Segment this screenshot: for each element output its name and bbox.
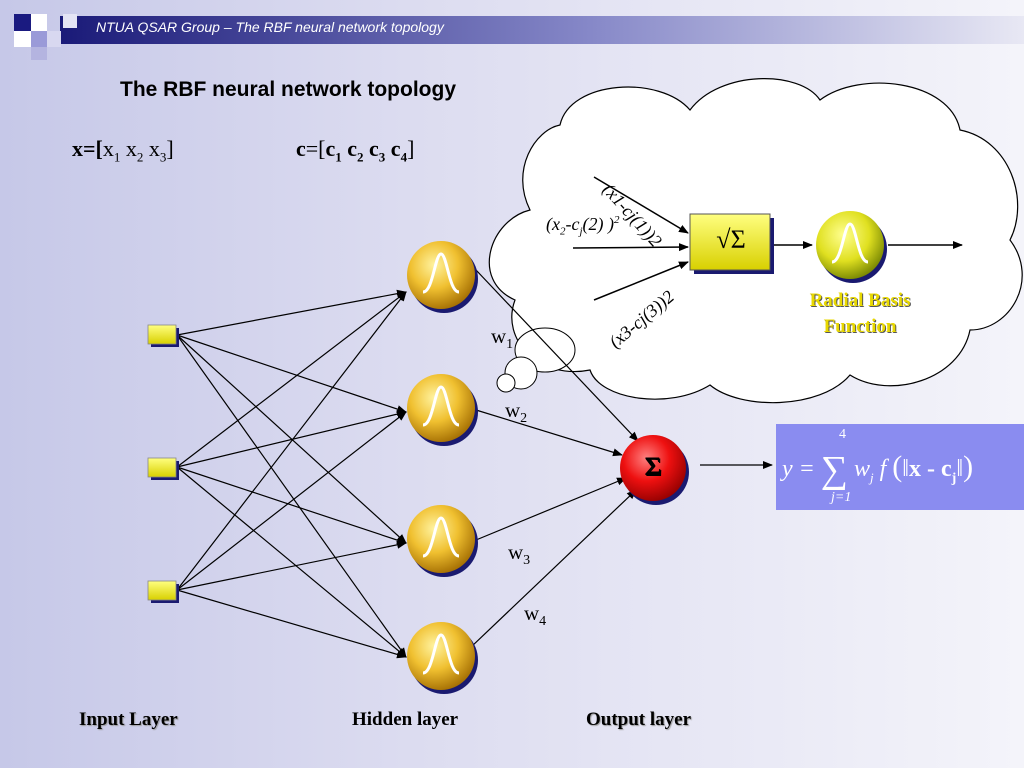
- input-node-1: [147, 324, 179, 347]
- weight-label-4: w4: [524, 601, 547, 630]
- header-decoration: [14, 14, 1024, 60]
- slide-header: NTUA QSAR Group – The RBF neural network…: [0, 0, 1024, 60]
- weight-label-1: w1: [491, 324, 514, 353]
- input-hidden-connections: [176, 289, 407, 659]
- input-node-2: [147, 457, 179, 480]
- gaussian-icon: [422, 385, 460, 427]
- center-vector-label: c=[c1 c2 c3 c4]: [296, 136, 415, 165]
- weight-label-2: w2: [505, 398, 528, 427]
- hidden-node-2: [407, 374, 478, 446]
- output-layer-label: Output layer: [586, 709, 692, 730]
- hidden-node-4: [407, 622, 478, 694]
- hidden-node-1: [407, 241, 478, 313]
- output-sigma-symbol: Σ: [644, 452, 662, 481]
- gaussian-icon: [831, 222, 869, 264]
- input-node-3: [147, 580, 179, 603]
- input-vector-label: x=[x1 x2 x3]: [72, 136, 174, 165]
- cloud-arrow-2: [572, 243, 689, 252]
- sqrt-sum-symbol: √Σ: [716, 225, 746, 254]
- header-title: NTUA QSAR Group – The RBF neural network…: [96, 19, 444, 35]
- rbf-node: [816, 211, 884, 279]
- cloud-arrow-3: [593, 261, 689, 301]
- radial-basis-function-label: Radial Basis Function: [809, 290, 911, 337]
- output-formula: y = ∑ wj f (‖x - cj‖): [782, 449, 974, 491]
- sqrt-sum-box: [689, 213, 771, 271]
- output-formula-box: y = ∑ wj f (‖x - cj‖) 4 j=1: [776, 424, 1024, 510]
- cloud-arrow-1: [593, 176, 689, 234]
- hidden-output-connections: [469, 269, 773, 649]
- gaussian-icon: [422, 252, 460, 294]
- gaussian-icon: [422, 633, 460, 675]
- input-layer-label: Input Layer: [79, 709, 178, 730]
- cloud-term-2: (x2-cj(2) )2: [546, 214, 620, 238]
- gaussian-icon: [422, 516, 460, 558]
- formula-sum-upper: 4: [839, 427, 846, 442]
- output-node: [620, 435, 689, 505]
- hidden-node-3: [407, 505, 478, 577]
- cloud-bubble-small: [496, 373, 516, 393]
- weight-label-3: w3: [508, 540, 531, 569]
- slide-title: The RBF neural network topology: [120, 78, 457, 101]
- hidden-layer-label: Hidden layer: [352, 709, 459, 730]
- formula-sum-lower: j=1: [831, 490, 852, 505]
